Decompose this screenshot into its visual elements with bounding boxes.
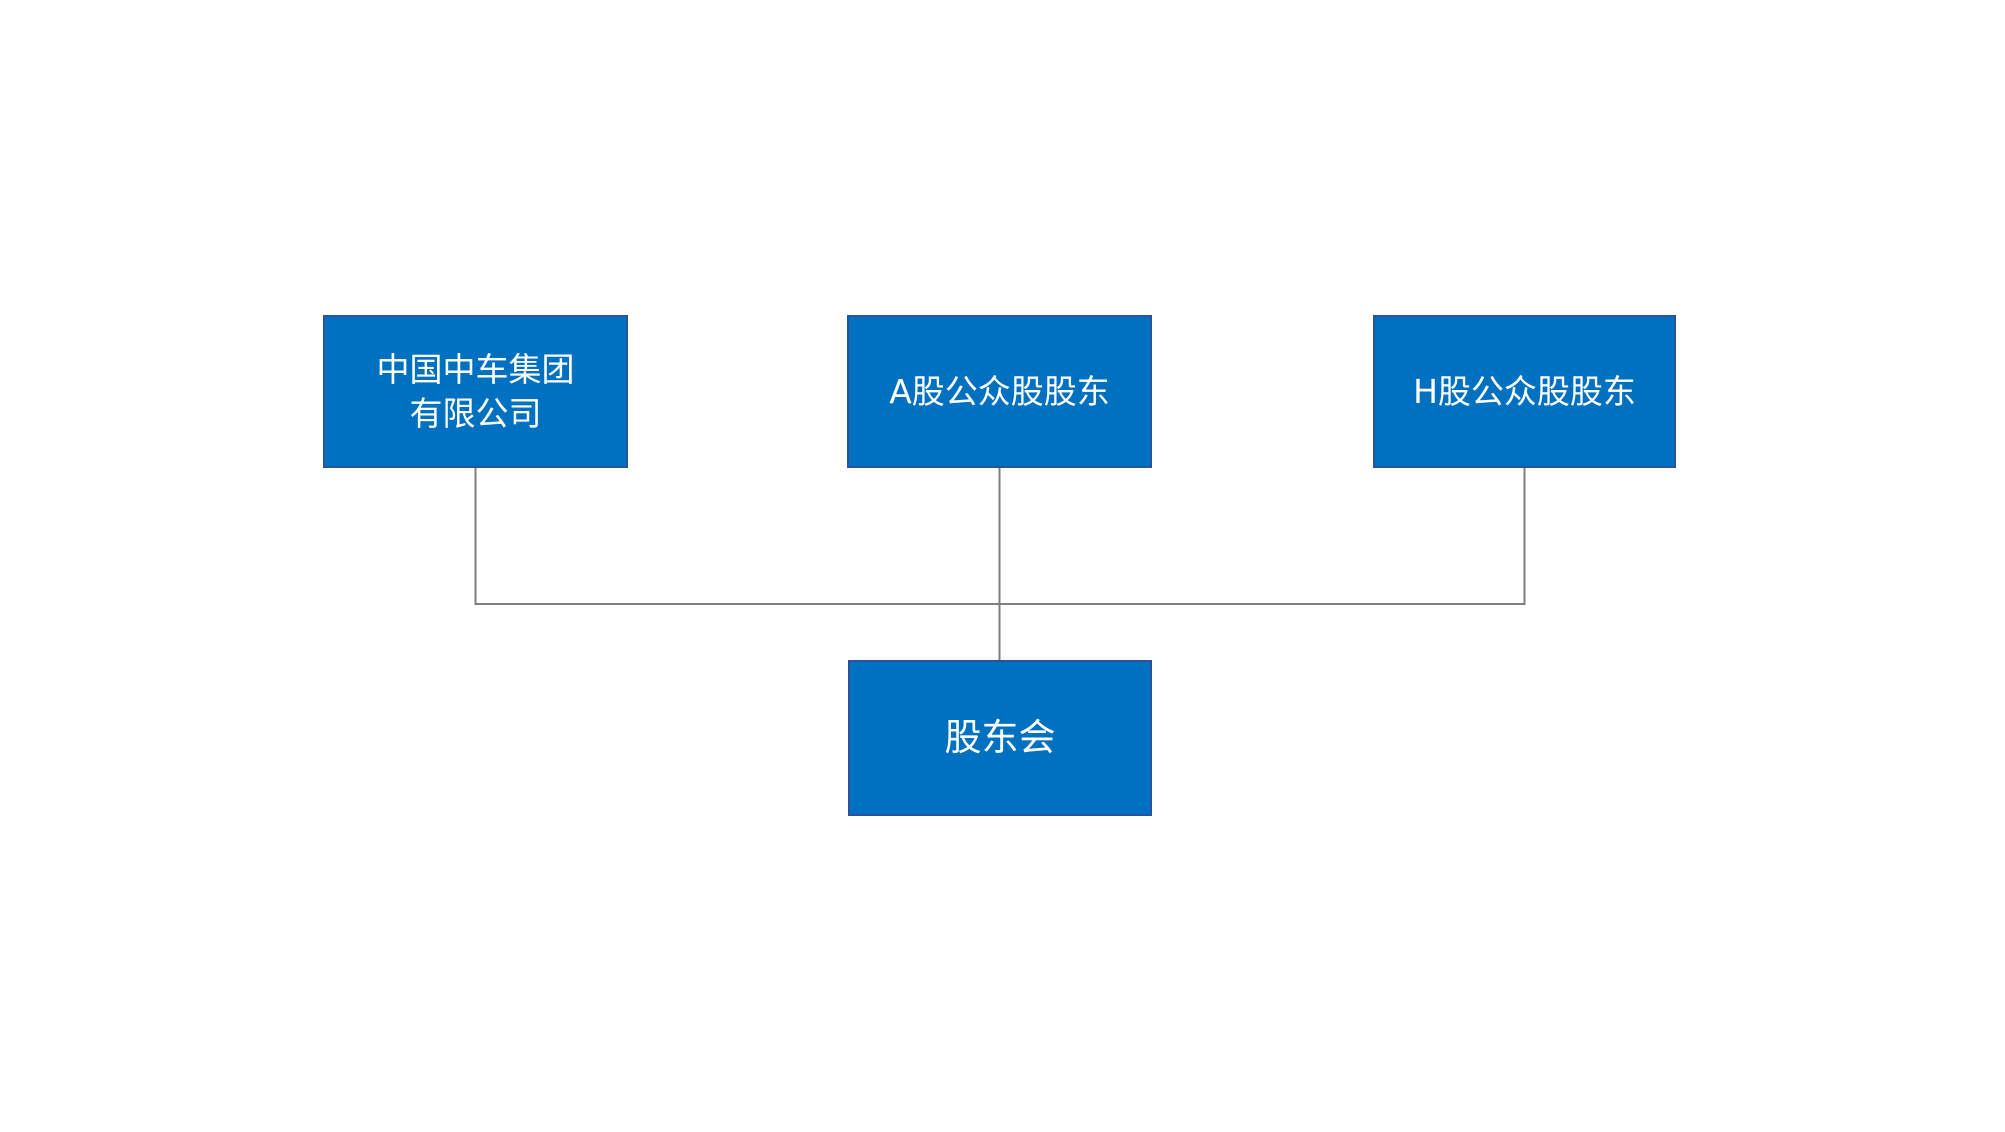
node-a-share-label: A股公众股股东 (889, 371, 1110, 411)
node-shareholders-meeting: 股东会 (848, 660, 1152, 816)
node-a-share-public-shareholders: A股公众股股东 (847, 315, 1152, 468)
node-crrc-group: 中国中车集团 有限公司 (323, 315, 628, 468)
node-crrc-group-label: 中国中车集团 有限公司 (376, 349, 575, 433)
node-shareholders-meeting-label: 股东会 (944, 716, 1056, 760)
node-h-share-label: H股公众股股东 (1413, 371, 1636, 411)
node-h-share-public-shareholders: H股公众股股东 (1373, 315, 1676, 468)
